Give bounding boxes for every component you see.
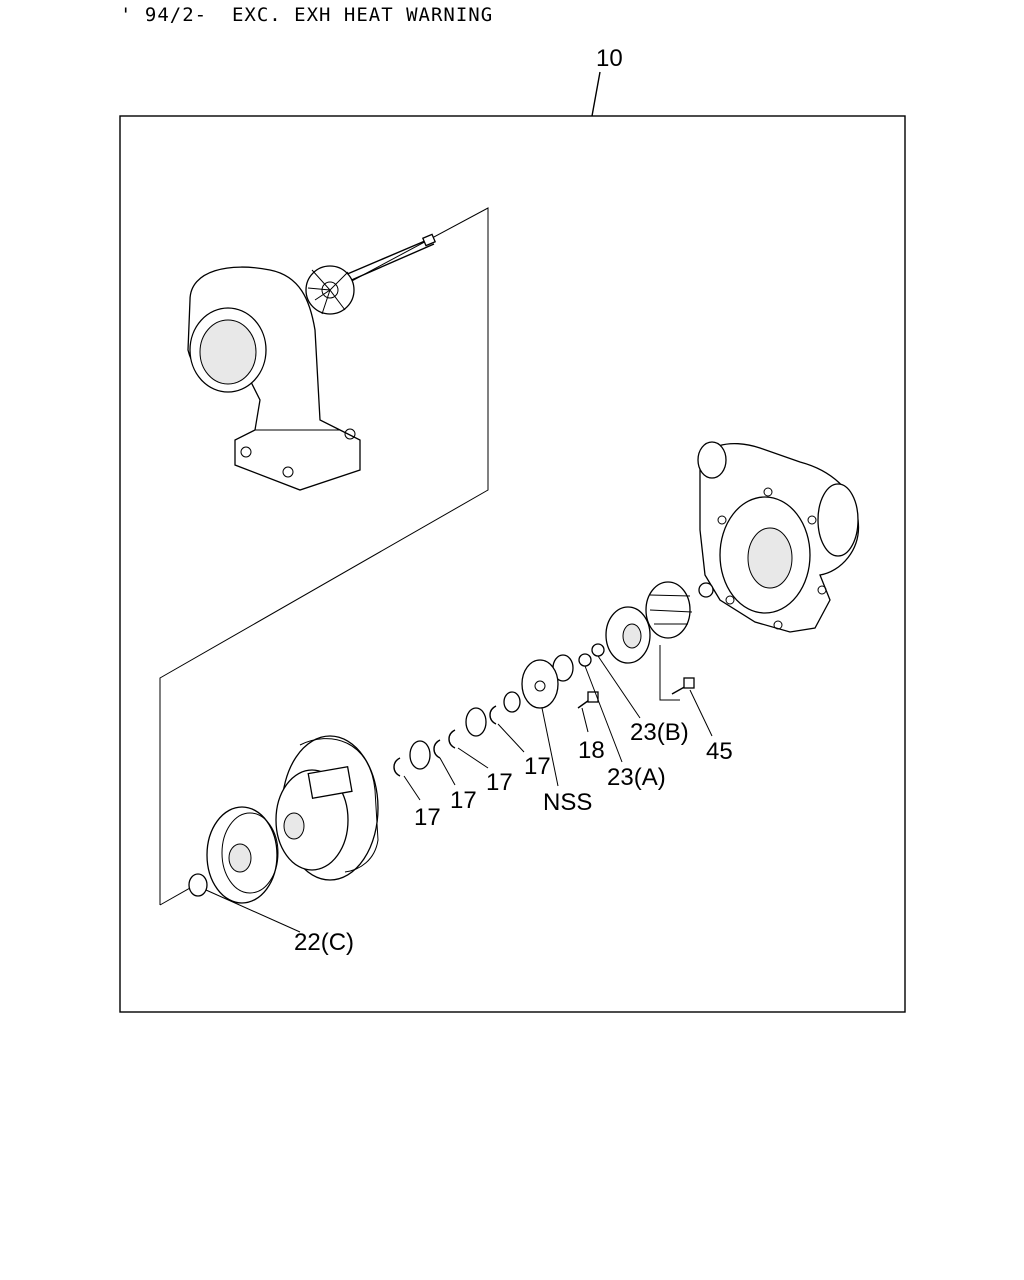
callout-17c: 17	[486, 769, 513, 796]
callout-nss: NSS	[543, 789, 592, 816]
callout-17b: 17	[450, 787, 477, 814]
leader-nss	[541, 707, 559, 787]
leader-23a	[584, 665, 623, 763]
bolt-45	[671, 677, 695, 695]
leader-17d	[497, 723, 525, 753]
oring-22c	[188, 873, 208, 897]
callout-17d: 17	[524, 753, 551, 780]
journal-bearing-2	[465, 707, 487, 737]
center-housing	[275, 735, 379, 881]
turbine-wheel-shaft	[305, 233, 437, 315]
callout-22c: 22(C)	[294, 929, 354, 956]
assembly-boundary-end	[159, 887, 191, 906]
assembly-boundary	[159, 207, 489, 905]
leader-assembly	[591, 71, 601, 117]
thrust-bearing-nss	[521, 659, 559, 709]
callout-23b: 23(B)	[630, 719, 689, 746]
callout-17a: 17	[414, 804, 441, 831]
snap-ring-2	[489, 705, 497, 725]
callout-18: 18	[578, 737, 605, 764]
turbine-housing	[187, 266, 361, 491]
heat-shield	[206, 806, 279, 904]
leader-18	[581, 707, 589, 733]
snap-ring-17d	[448, 729, 456, 749]
compressor-housing	[697, 441, 860, 633]
callout-23a: 23(A)	[607, 764, 666, 791]
leader-17c	[457, 747, 489, 769]
bolt-18	[577, 691, 599, 709]
journal-bearing-17b	[409, 740, 431, 770]
snap-ring-17c	[433, 739, 441, 759]
spacer	[503, 691, 521, 713]
leader-45	[689, 689, 713, 737]
leader-17b	[439, 757, 456, 786]
backplate	[605, 606, 651, 664]
diagram-frame	[119, 115, 906, 1013]
oring-23a	[578, 653, 592, 667]
leader-23b	[597, 655, 641, 719]
snap-ring-17a	[393, 757, 401, 777]
leader-17a	[403, 775, 421, 801]
compressor-wheel	[645, 581, 714, 639]
leader-22c	[205, 889, 301, 933]
callout-assembly: 10	[596, 45, 623, 72]
oring-23b	[591, 643, 605, 657]
leader-bracket-45	[659, 645, 680, 701]
callout-45: 45	[706, 738, 733, 765]
diagram-header: ' 94/2- EXC. EXH HEAT WARNING	[120, 4, 494, 26]
